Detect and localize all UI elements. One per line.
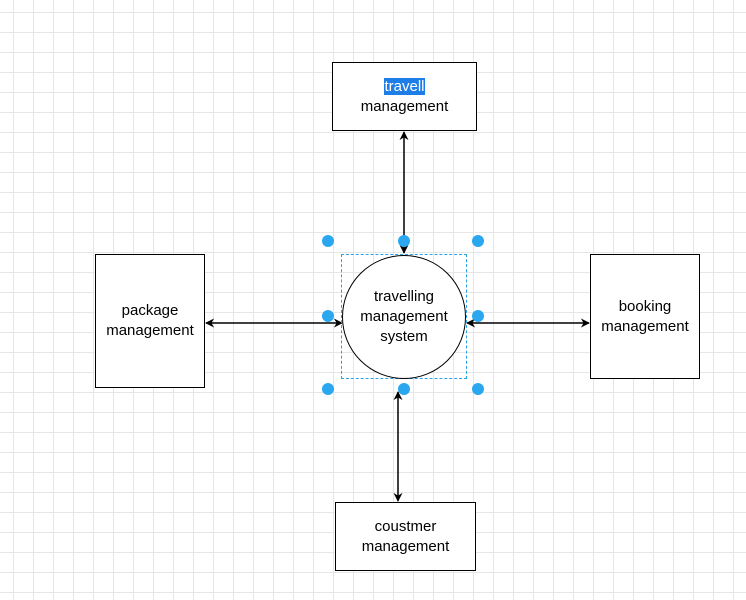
- package-node-label-line2: management: [106, 322, 194, 339]
- package-node-label-line1: package: [121, 302, 179, 319]
- booking-management-node[interactable]: booking management: [590, 254, 700, 379]
- resize-handle-top-left[interactable]: [322, 235, 334, 247]
- resize-handle-left[interactable]: [322, 310, 334, 322]
- resize-handle-top-right[interactable]: [472, 235, 484, 247]
- resize-handle-bottom-left[interactable]: [322, 383, 334, 395]
- travel-node-label-line1[interactable]: travell: [384, 77, 425, 95]
- resize-handle-bottom-right[interactable]: [472, 383, 484, 395]
- booking-node-label-line2: management: [601, 317, 689, 335]
- customer-management-node[interactable]: coustmer management: [335, 502, 476, 571]
- center-node-label-line3: system: [380, 328, 428, 345]
- center-node-label-line1: travelling: [373, 288, 435, 305]
- center-node-label-line2: management: [360, 308, 448, 325]
- resize-handle-bottom[interactable]: [398, 383, 410, 395]
- package-management-node[interactable]: package management: [95, 254, 205, 388]
- customer-node-label-line1: coustmer: [374, 517, 437, 535]
- resize-handle-right[interactable]: [472, 310, 484, 322]
- travel-node-label-line2: management: [360, 97, 449, 115]
- customer-node-label-line2: management: [361, 537, 450, 555]
- booking-node-label-line1: booking: [618, 297, 672, 315]
- resize-handle-top[interactable]: [398, 235, 410, 247]
- travelling-management-system-node[interactable]: travelling management system: [342, 255, 466, 379]
- travel-management-node[interactable]: travell management: [332, 62, 477, 131]
